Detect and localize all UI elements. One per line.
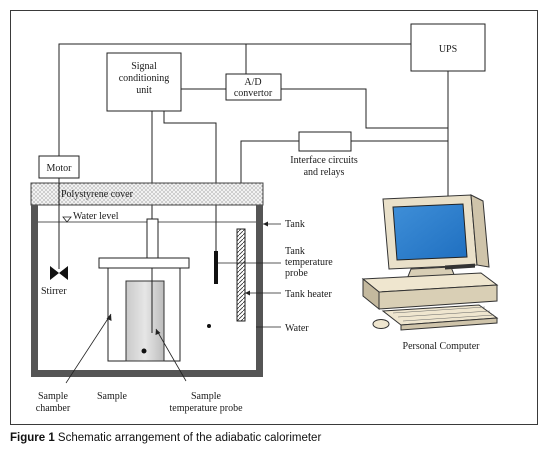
stirrer-icon (50, 266, 68, 280)
chamber-arrow (106, 314, 112, 321)
interface-to-heater-wire (240, 140, 299, 183)
sample-chamber-label-1: Sample (38, 391, 69, 402)
polystyrene-cover-label: Polystyrene cover (61, 189, 134, 200)
sample-probe-arrow (155, 329, 161, 335)
interface-box (298, 131, 352, 152)
personal-computer-label: Personal Computer (403, 341, 481, 352)
signal-conditioning-label-1: Signal (131, 61, 157, 72)
water-label: Water (285, 323, 309, 334)
schematic-diagram: UPS Signal conditioning unit A/D convert… (30, 23, 499, 414)
right-callouts (218, 223, 281, 328)
motor-box (38, 155, 80, 179)
tank-probe-label-3: probe (285, 268, 308, 279)
ad-to-pc-wire (281, 88, 448, 129)
ups-label: UPS (439, 44, 457, 55)
water-dot (207, 324, 211, 328)
ad-convertor-label-1: A/D (244, 77, 261, 88)
signal-conditioning-label-3: unit (136, 85, 152, 96)
personal-computer-icon (361, 194, 499, 331)
interface-label-2: and relays (304, 167, 345, 178)
tank-heater-label: Tank heater (285, 289, 332, 300)
sample-probe-label-1: Sample (191, 391, 222, 402)
caption-lead: Figure 1 (10, 432, 55, 444)
interface-label-1: Interface circuits (290, 155, 358, 166)
tank-temperature-probe (214, 251, 218, 284)
signal-to-tank-probe-wire (163, 111, 217, 251)
signal-conditioning-label-2: conditioning (119, 73, 170, 84)
schematic-figure: UPS Signal conditioning unit A/D convert… (10, 10, 538, 425)
chamber-lid (98, 257, 190, 269)
ad-convertor-box (225, 73, 282, 101)
tank-heater (236, 228, 246, 322)
ups-box (410, 23, 486, 72)
sample (125, 280, 165, 362)
tank-label: Tank (285, 219, 305, 230)
figure-caption: Figure 1 Schematic arrangement of the ad… (10, 432, 321, 444)
sample-probe-tip (141, 348, 147, 354)
tank-probe-label-2: temperature (285, 257, 333, 268)
caption-text: Schematic arrangement of the adiabatic c… (54, 432, 322, 444)
tank-arrow (263, 221, 268, 227)
motor-label: Motor (47, 163, 73, 174)
ad-convertor-label-2: convertor (234, 88, 273, 99)
sample-label: Sample (97, 391, 128, 402)
polystyrene-cover (30, 182, 264, 206)
tank-probe-label-1: Tank (285, 246, 305, 257)
sample-chamber-label-2: chamber (36, 403, 71, 414)
motor-power-wire (58, 43, 411, 156)
signal-conditioning-box (106, 52, 182, 112)
heater-arrow (245, 290, 250, 296)
chamber-stem (146, 218, 159, 259)
sample-probe-label-2: temperature probe (169, 403, 243, 414)
stirrer-label: Stirrer (41, 286, 67, 297)
water-level-marker (62, 216, 72, 223)
water-level-label: Water level (73, 211, 119, 222)
bottom-callouts (65, 313, 187, 384)
